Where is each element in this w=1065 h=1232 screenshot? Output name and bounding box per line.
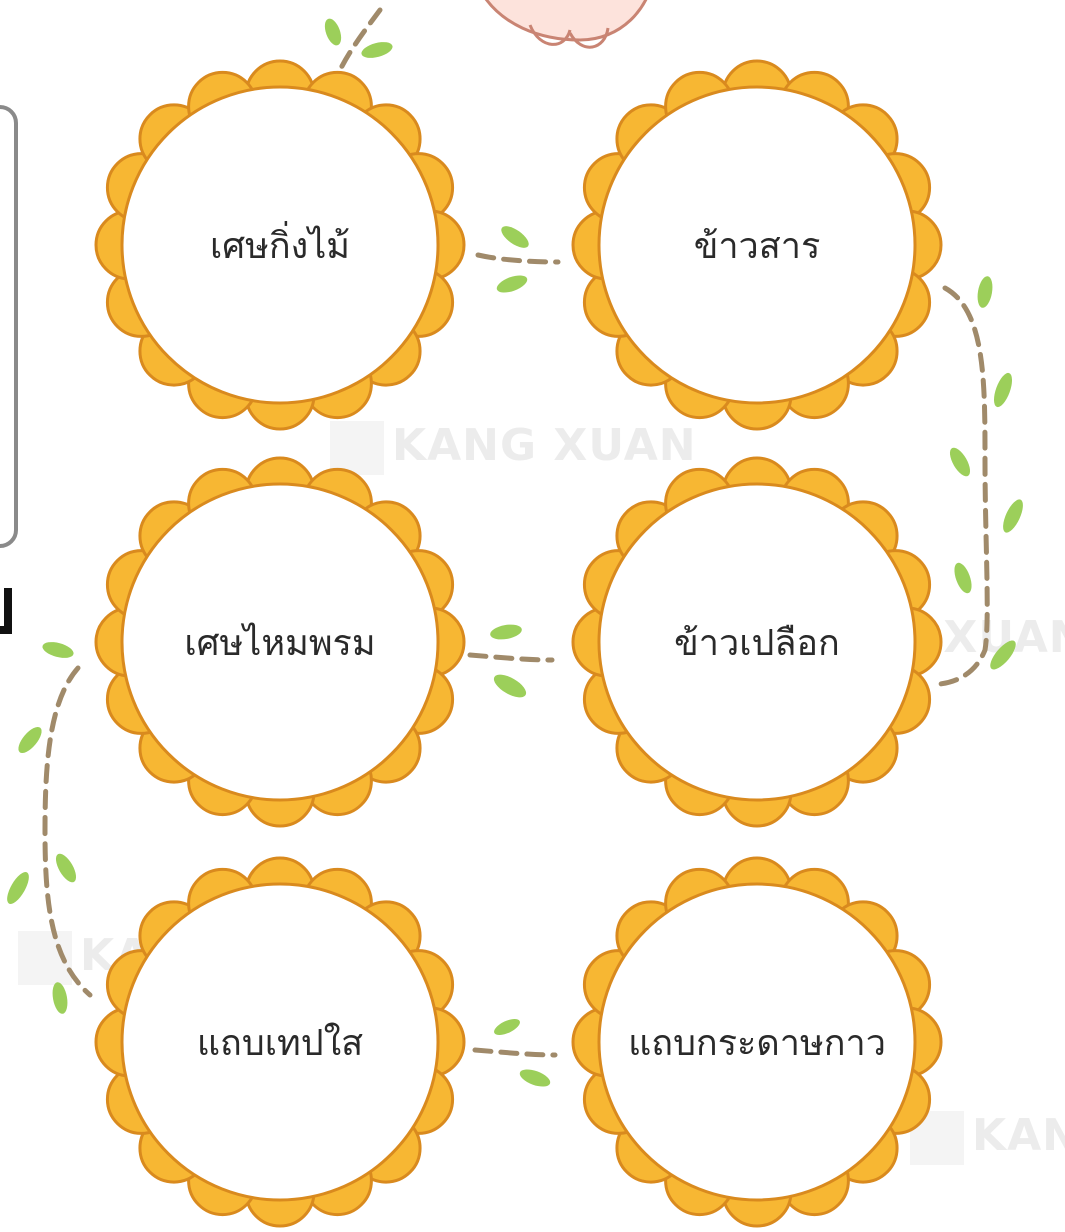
flower-label: แถบกระดาษกาว	[567, 852, 947, 1232]
leaf-icon	[14, 723, 45, 757]
leaf-icon	[498, 222, 532, 252]
flower-card-3[interactable]: เศษไหมพรม	[90, 452, 470, 832]
leaf-icon	[41, 639, 76, 661]
leaf-icon	[518, 1066, 553, 1090]
flower-card-4[interactable]: ข้าวเปลือก	[567, 452, 947, 832]
leaf-icon	[990, 371, 1015, 410]
leaf-icon	[52, 851, 80, 886]
leaf-icon	[975, 275, 994, 309]
vine-row2	[470, 655, 552, 660]
flower-label: ข้าวสาร	[567, 55, 947, 435]
leaf-icon	[322, 16, 345, 47]
flower-card-2[interactable]: ข้าวสาร	[567, 55, 947, 435]
vine-row3	[475, 1050, 555, 1055]
leaf-icon	[495, 272, 530, 296]
leaf-icon	[946, 445, 974, 480]
leaf-icon	[999, 497, 1027, 536]
leaf-icon	[3, 869, 33, 907]
flower-label: แถบเทปใส	[90, 852, 470, 1232]
vine-left	[45, 668, 90, 995]
flower-card-1[interactable]: เศษกิ่งไม้	[90, 55, 470, 435]
flower-card-6[interactable]: แถบกระดาษกาว	[567, 852, 947, 1232]
flower-label: เศษกิ่งไม้	[90, 55, 470, 435]
leaf-icon	[50, 981, 69, 1015]
leaf-icon	[490, 670, 529, 702]
leaf-icon	[951, 561, 975, 596]
flower-label: เศษไหมพรม	[90, 452, 470, 832]
vine-row1	[478, 255, 558, 262]
vine-right	[940, 288, 987, 684]
flower-card-5[interactable]: แถบเทปใส	[90, 852, 470, 1232]
flower-label: ข้าวเปลือก	[567, 452, 947, 832]
leaf-icon	[492, 1016, 522, 1039]
leaf-icon	[986, 637, 1020, 674]
leaf-icon	[489, 622, 523, 641]
